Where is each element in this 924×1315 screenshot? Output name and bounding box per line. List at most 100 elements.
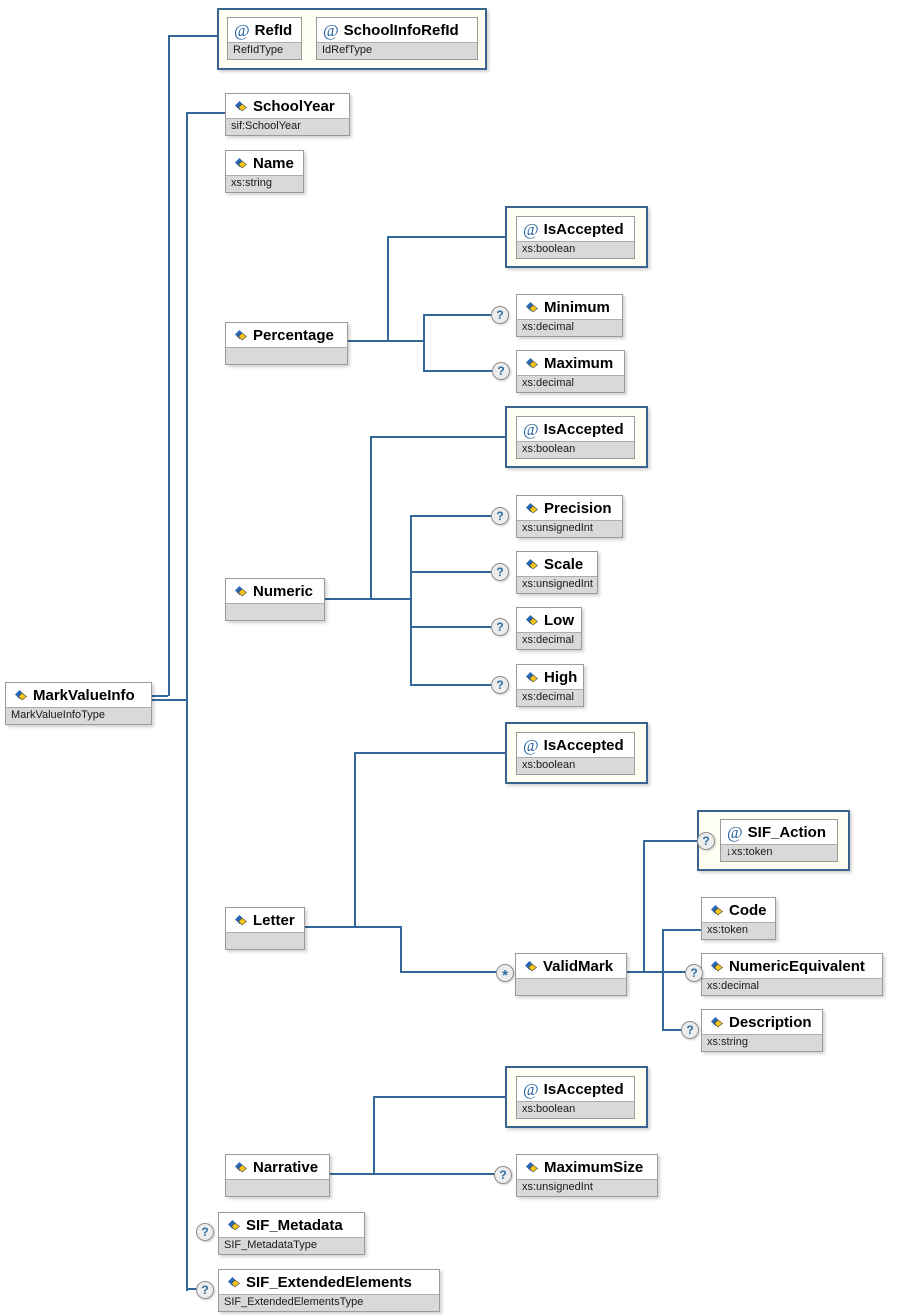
type-band: ↓xs:token [721,844,837,861]
element-box-precision[interactable]: Precision xs:unsignedInt [516,495,623,538]
element-label: Name [253,154,294,172]
element-label: Narrative [253,1158,319,1176]
optional-indicator: ? [491,676,509,694]
connector-line [305,926,400,928]
element-box-markvalueinfo[interactable]: MarkValueInfo MarkValueInfoType [5,682,152,725]
element-label: MaximumSize [544,1158,644,1176]
connector-line [410,684,491,686]
attribute-group-container: @ IsAccepted xs:boolean [505,1066,648,1128]
repeat-indicator: * [496,964,514,983]
element-box-high[interactable]: High xs:decimal [516,664,584,707]
type-band: xs:token [702,922,775,939]
element-box-sif-extendedelements[interactable]: SIF_ExtendedElements SIF_ExtendedElement… [218,1269,440,1312]
connector-line [662,929,664,1031]
element-label: Description [729,1013,812,1031]
attribute-icon: @ [234,20,250,40]
element-box-maximumsize[interactable]: MaximumSize xs:unsignedInt [516,1154,658,1197]
attribute-box-isaccepted[interactable]: @ IsAccepted xs:boolean [516,732,635,775]
element-icon [708,904,724,916]
connector-line [662,929,701,931]
element-icon [232,1161,248,1173]
connector-line [186,1288,197,1290]
attribute-icon: @ [523,219,539,239]
element-box-maximum[interactable]: Maximum xs:decimal [516,350,625,393]
element-icon [225,1219,241,1231]
optional-indicator: ? [491,306,509,324]
element-box-schoolyear[interactable]: SchoolYear sif:SchoolYear [225,93,350,136]
element-box-scale[interactable]: Scale xs:unsignedInt [516,551,598,594]
connector-line [643,840,645,973]
element-icon [232,157,248,169]
element-box-minimum[interactable]: Minimum xs:decimal [516,294,623,337]
attribute-group-container: @ IsAccepted xs:boolean [505,406,648,468]
connector-line [354,752,505,754]
attribute-box-isaccepted[interactable]: @ IsAccepted xs:boolean [516,216,635,259]
type-band: xs:boolean [517,441,634,458]
element-label: SIF_Metadata [246,1216,343,1234]
connector-line [152,699,186,701]
element-icon [523,357,539,369]
element-icon [708,960,724,972]
element-label: SchoolYear [253,97,335,115]
connector-line [400,926,402,973]
element-box-letter[interactable]: Letter [225,907,305,950]
optional-indicator: ? [685,964,703,982]
element-label: Low [544,611,574,629]
attribute-label: IsAccepted [543,736,624,754]
connector-line [373,1096,375,1175]
element-icon [232,100,248,112]
type-band: xs:unsignedInt [517,1179,657,1196]
attribute-box-sif-action[interactable]: @ SIF_Action ↓xs:token [720,819,838,862]
attribute-icon: @ [323,20,339,40]
type-band: xs:decimal [517,375,624,392]
attribute-group-container: @ IsAccepted xs:boolean [505,722,648,784]
type-band: IdRefType [317,42,477,59]
element-icon [523,614,539,626]
attribute-label: IsAccepted [543,420,624,438]
element-icon [523,301,539,313]
element-box-narrative[interactable]: Narrative [225,1154,330,1197]
optional-indicator: ? [196,1223,214,1241]
attribute-box-isaccepted[interactable]: @ IsAccepted xs:boolean [516,1076,635,1119]
type-band [516,978,626,995]
connector-line [330,1173,495,1175]
attribute-box-refid[interactable]: @ RefId RefIdType [227,17,302,60]
type-band: xs:unsignedInt [517,576,597,593]
type-band: xs:decimal [702,978,882,995]
optional-indicator: ? [196,1281,214,1299]
type-band: sif:SchoolYear [226,118,349,135]
element-icon [523,502,539,514]
element-box-description[interactable]: Description xs:string [701,1009,823,1052]
attribute-label: IsAccepted [543,1080,624,1098]
element-label: ValidMark [543,957,614,975]
connector-line [410,515,412,686]
connector-line [627,971,686,973]
attribute-icon: @ [727,822,743,842]
connector-line [423,370,493,372]
element-box-numericequivalent[interactable]: NumericEquivalent xs:decimal [701,953,883,996]
element-label: Precision [544,499,612,517]
attribute-box-isaccepted[interactable]: @ IsAccepted xs:boolean [516,416,635,459]
attribute-label: SIF_Action [747,823,826,841]
optional-indicator: ? [491,563,509,581]
element-box-percentage[interactable]: Percentage [225,322,348,365]
connector-line [410,626,491,628]
element-label: High [544,668,578,686]
element-box-numeric[interactable]: Numeric [225,578,325,621]
element-box-validmark[interactable]: ValidMark [515,953,627,996]
element-box-code[interactable]: Code xs:token [701,897,776,940]
type-band: xs:decimal [517,632,581,649]
attribute-box-schoolinforefid[interactable]: @ SchoolInfoRefId IdRefType [316,17,478,60]
optional-indicator: ? [697,832,715,850]
type-band [226,347,347,364]
connector-line [348,340,423,342]
connector-line [423,314,425,372]
type-band: xs:string [702,1034,822,1051]
type-band: SIF_ExtendedElementsType [219,1294,439,1311]
type-band: xs:boolean [517,1101,634,1118]
element-box-name[interactable]: Name xs:string [225,150,304,193]
element-label: SIF_ExtendedElements [246,1273,412,1291]
element-box-sif-metadata[interactable]: SIF_Metadata SIF_MetadataType [218,1212,365,1255]
connector-line [168,35,217,37]
element-box-low[interactable]: Low xs:decimal [516,607,582,650]
